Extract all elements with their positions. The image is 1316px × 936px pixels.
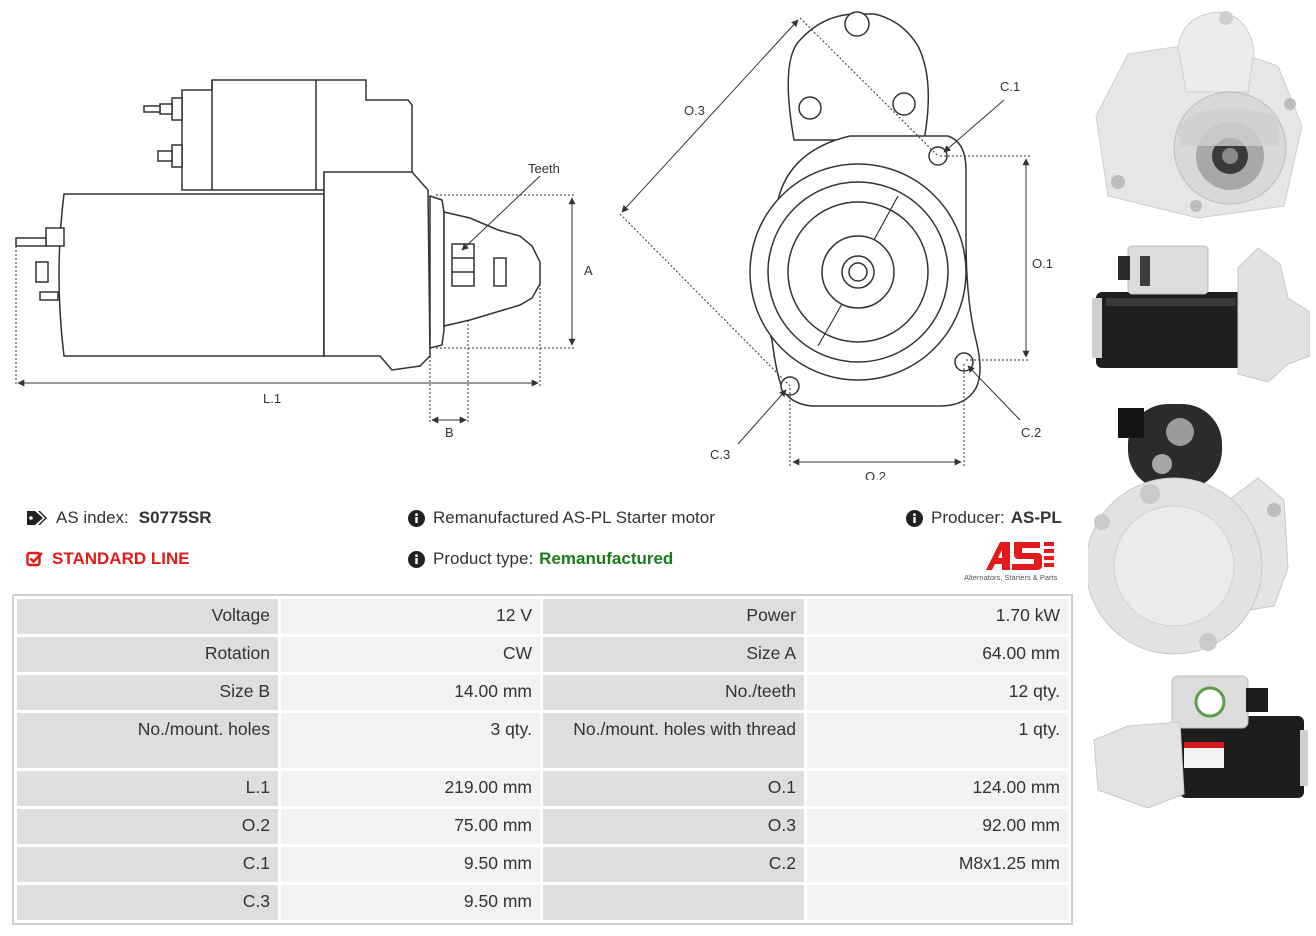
product-photo-label-side [1093,675,1308,809]
product-description: Remanufactured AS-PL Starter motor [433,508,715,527]
spec-value: 1.70 kW [804,596,1071,637]
product-type-row: Product type: Remanufactured [408,549,673,569]
as-logo-tagline: Alternators, Starters & Parts [964,573,1058,582]
product-photo-front [1095,11,1303,219]
checkbox-checked-icon [26,551,43,567]
spec-name: No./teeth [540,672,807,713]
product-type-value: Remanufactured [539,549,674,568]
label-o1: O.1 [1032,256,1053,271]
spec-name: C.2 [540,844,807,885]
side-view [15,79,541,371]
description-row: Remanufactured AS-PL Starter motor [408,508,715,528]
spec-name [540,882,807,923]
product-photo-side [1092,245,1310,383]
spec-name: O.3 [540,806,807,847]
spec-name: O.1 [540,768,807,809]
label-b: B [445,425,454,440]
label-c1: C.1 [1000,79,1020,94]
standard-line-label: STANDARD LINE [52,549,190,568]
spec-value: 14.00 mm [278,672,543,713]
spec-value: M8x1.25 mm [804,844,1071,885]
spec-value: 92.00 mm [804,806,1071,847]
spec-name: No./mount. holes [14,710,281,771]
spec-name: Size A [540,634,807,675]
spec-value: CW [278,634,543,675]
label-l1: L.1 [263,391,281,406]
line-row: STANDARD LINE [26,549,190,569]
spec-name: Rotation [14,634,281,675]
as-index-row: AS index: S0775SR [26,508,212,528]
spec-name: Power [540,596,807,637]
spec-value: 9.50 mm [278,844,543,885]
front-dimensions [619,17,1030,468]
label-a: A [584,263,593,278]
spec-value [804,882,1071,923]
label-teeth: Teeth [528,161,560,176]
spec-value: 219.00 mm [278,768,543,809]
spec-value: 12 qty. [804,672,1071,713]
as-logo-mark [986,542,1054,570]
spec-name: C.1 [14,844,281,885]
spec-value: 3 qty. [278,710,543,771]
info-icon [906,509,923,527]
spec-value: 9.50 mm [278,882,543,923]
spec-value: 64.00 mm [804,634,1071,675]
label-c3: C.3 [710,447,730,462]
spec-name: No./mount. holes with thread [540,710,807,771]
label-o3: O.3 [684,103,705,118]
as-index-value: S0775SR [138,508,212,527]
info-icon [408,550,425,568]
technical-drawing: Teeth A L.1 B O.1 O.2 O.3 C.1 C.2 C.3 [15,11,1053,480]
info-icon [408,509,425,527]
product-photo-rear [1088,404,1289,655]
side-dimensions [15,175,576,424]
as-logo: Alternators, Starters & Parts [964,540,1068,584]
producer-label: Producer: [931,508,1005,527]
label-c2: C.2 [1021,425,1041,440]
label-o2: O.2 [865,469,886,480]
producer-row: Producer: AS-PL [906,508,1062,528]
spec-name: Size B [14,672,281,713]
front-view [749,11,981,407]
spec-value: 1 qty. [804,710,1071,771]
spec-value: 124.00 mm [804,768,1071,809]
spec-name: Voltage [14,596,281,637]
producer-value: AS-PL [1010,508,1062,527]
spec-value: 12 V [278,596,543,637]
product-type-label: Product type: [433,549,534,568]
spec-name: C.3 [14,882,281,923]
as-index-label: AS index: [56,508,129,527]
tags-icon [27,511,47,525]
spec-name: L.1 [14,768,281,809]
spec-value: 75.00 mm [278,806,543,847]
spec-name: O.2 [14,806,281,847]
